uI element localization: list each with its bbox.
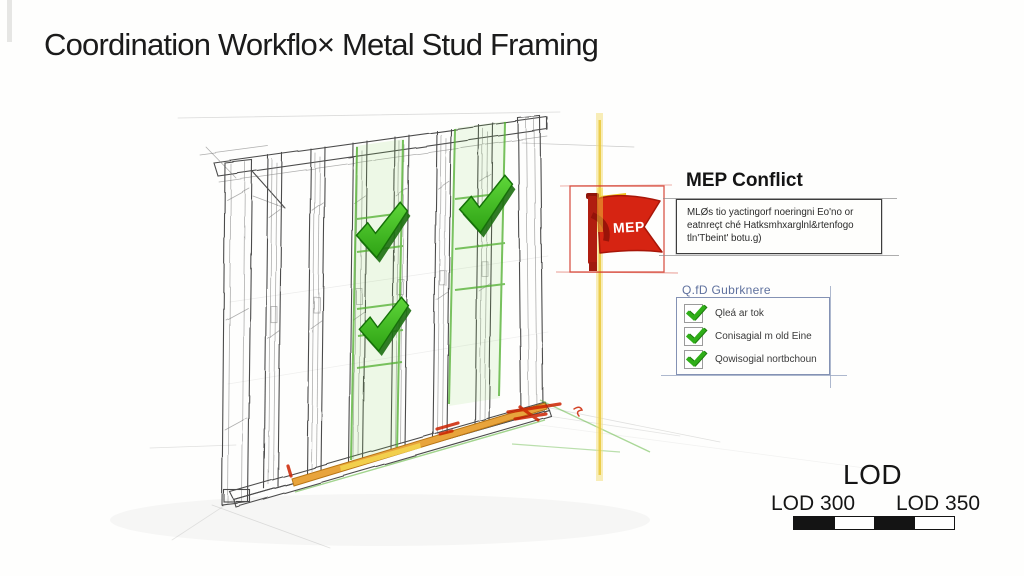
floor-shadow	[110, 494, 650, 546]
checklist-item-label: Conisagial m old Eine	[715, 331, 812, 342]
lod-scale-bar	[793, 516, 955, 530]
coordination-checklist: Qleá ar tok Conisagial m old Eine Qowiso…	[661, 286, 847, 388]
lod-bar-segment	[833, 517, 874, 529]
green-checkmark-icon	[355, 201, 411, 263]
lod-350-label: LOD 350	[896, 492, 981, 515]
verified-bays	[350, 121, 506, 462]
lod-bar-segment	[794, 517, 834, 529]
green-check-icon	[685, 300, 707, 321]
checkbox-checked-icon	[684, 346, 707, 369]
clash-marks	[286, 402, 584, 478]
stud-wall	[199, 115, 552, 508]
green-checkmark-icon	[458, 174, 516, 238]
checklist-item: Qleá ar tok	[684, 300, 829, 325]
green-check-icon	[685, 323, 707, 344]
red-flag-icon: MEP	[555, 184, 679, 274]
page-title: Coordination Workflo× Metal Stud Framing	[44, 27, 599, 62]
checklist-item-label: Qleá ar tok	[715, 308, 764, 319]
checkbox-checked-icon	[684, 323, 707, 346]
note-line: eatnreçt ché Hatksmhxarglnl&rtenfogo	[687, 220, 854, 231]
mep-conflict-note: MLØs tio yactingorf noeringni Eo'no or e…	[659, 198, 899, 256]
lod-legend-title: LOD	[843, 459, 903, 490]
mep-conflict-heading: MEP Conflict	[686, 170, 803, 191]
left-end-stud	[221, 159, 286, 506]
highlighted-base-track	[291, 399, 651, 493]
lod-bar-segment	[874, 517, 914, 529]
checklist-item: Conisagial m old Eine	[684, 323, 829, 348]
checklist-item: Qowisogial nortbchoun	[684, 346, 829, 371]
edge-artifact	[7, 0, 12, 42]
checklist-header: Q.fD Gubrknere	[682, 283, 771, 297]
right-end-stud	[517, 115, 544, 414]
lod-300-label: LOD 300	[771, 492, 856, 515]
green-checkmark-icon	[358, 296, 412, 357]
note-line: MLØs tio yactingorf noeringni Eo'no or	[687, 207, 854, 218]
mep-flag-label: MEP	[613, 218, 646, 236]
note-line: tln'Tbeint' botu.g)	[687, 233, 762, 244]
checkbox-checked-icon	[684, 300, 707, 323]
construction-guides	[149, 111, 881, 549]
lod-bar-segment	[913, 517, 954, 529]
checklist-item-label: Qowisogial nortbchoun	[715, 354, 817, 365]
clash-axis-line	[596, 113, 603, 481]
green-check-icon	[685, 346, 707, 367]
